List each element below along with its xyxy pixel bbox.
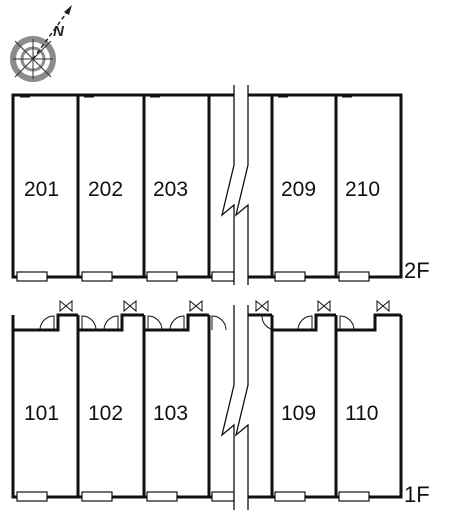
floor-1f: 101 102 103 109 110 1F <box>11 299 430 510</box>
unit-101-label: 101 <box>24 402 59 425</box>
floor-2f-label: 2F <box>404 258 430 283</box>
unit-210-label: 210 <box>345 178 380 201</box>
unit-203-label: 203 <box>153 178 188 201</box>
unit-202-label: 202 <box>88 178 123 201</box>
unit-209-label: 209 <box>281 178 316 201</box>
north-arrow-icon <box>64 5 72 15</box>
unit-109-label: 109 <box>281 402 316 425</box>
floor-2f-outline <box>11 93 403 279</box>
unit-102-label: 102 <box>88 402 123 425</box>
floor-1f-label: 1F <box>404 482 430 507</box>
floor-2f: 201 202 203 209 210 2F <box>11 85 430 285</box>
north-label: N <box>53 23 65 40</box>
unit-103-label: 103 <box>153 402 188 425</box>
compass-icon: N <box>10 5 72 82</box>
unit-201-label: 201 <box>24 178 59 201</box>
unit-110-label: 110 <box>345 402 378 425</box>
